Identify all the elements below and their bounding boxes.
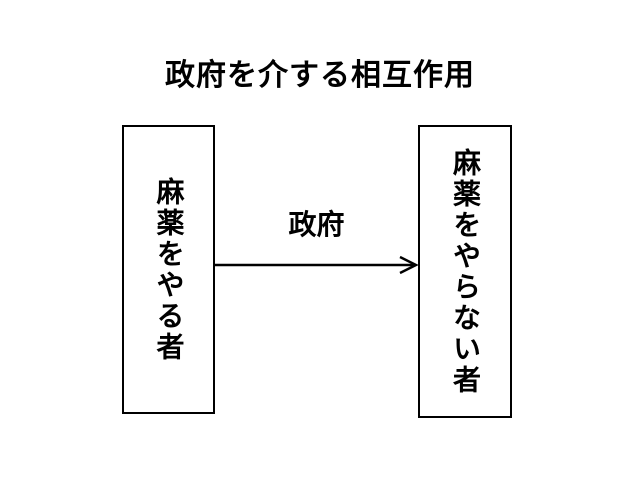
non-drug-user-label: 麻薬をやらない者 xyxy=(450,147,481,396)
slide-title: 政府を介する相互作用 xyxy=(165,59,475,92)
drug-user-box: 麻薬をやる者 xyxy=(122,125,215,414)
arrow-label-government: 政府 xyxy=(288,209,345,240)
drug-user-label: 麻薬をやる者 xyxy=(153,176,185,363)
non-drug-user-box: 麻薬をやらない者 xyxy=(418,125,512,418)
right-arrow-icon xyxy=(215,255,418,275)
